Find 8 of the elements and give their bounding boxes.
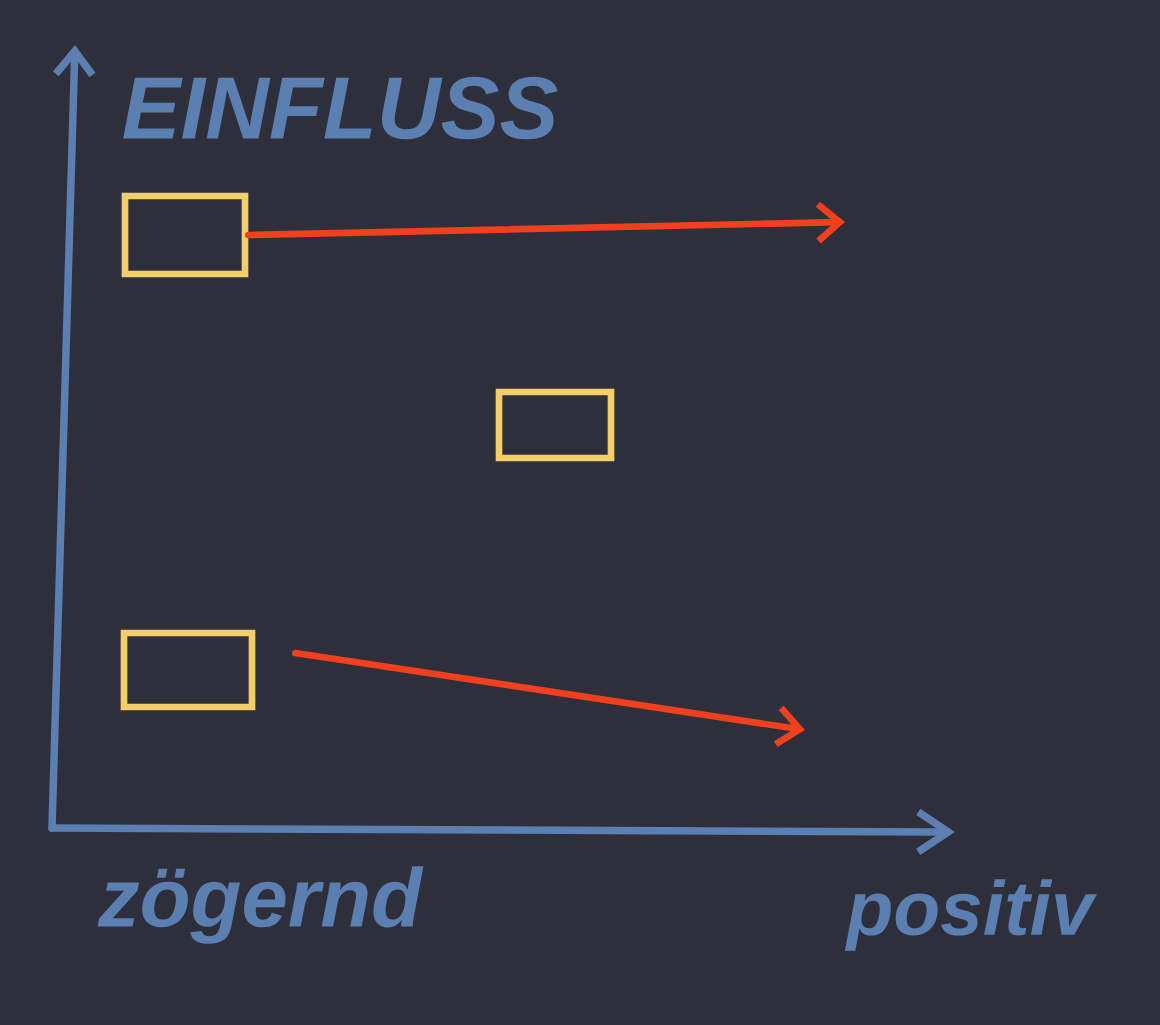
axis-label: positiv <box>844 879 1098 951</box>
arrow <box>245 201 845 244</box>
empty-box <box>495 388 615 462</box>
arrow <box>292 649 805 747</box>
empty-box <box>120 629 256 711</box>
axis-label: zögernd <box>97 866 424 944</box>
empty-box <box>121 192 249 278</box>
axis-title: EINFLUSS <box>123 76 558 140</box>
